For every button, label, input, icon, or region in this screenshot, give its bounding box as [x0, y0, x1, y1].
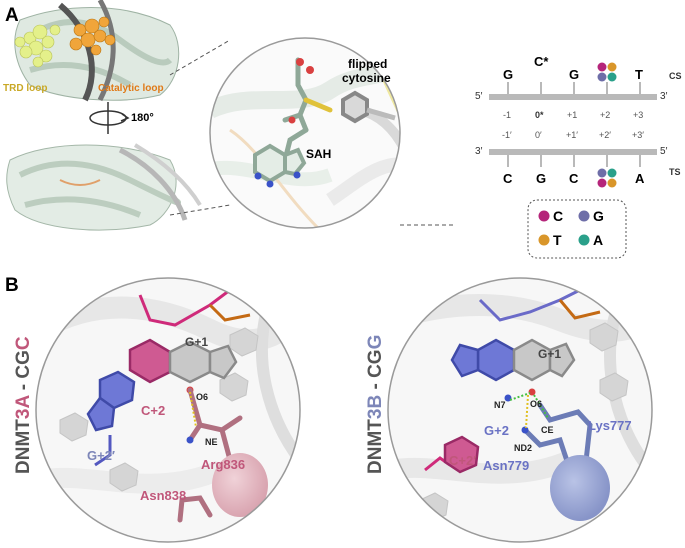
ts-5prime-label: 5′ [660, 146, 668, 157]
mixed-base-icon-cs [597, 62, 617, 82]
flipped-cytosine-ring [341, 90, 369, 124]
nd2-label: ND2 [514, 443, 533, 453]
ts-pos-plus3: +3′ [632, 130, 644, 140]
g-plus-2-ring [450, 338, 516, 382]
ts-base-0: G [536, 171, 547, 186]
rotation-label: 180° [131, 112, 154, 124]
trd-loop-label: TRD loop [3, 83, 48, 94]
template-strand-bar [489, 149, 657, 155]
c-plus-2-prime-ring [443, 435, 480, 474]
dnmt3b-title: DNMT3B - CGG [365, 334, 386, 474]
panel-a-label: A [5, 5, 19, 26]
ts-pos-0: 0′ [535, 130, 542, 140]
c-plus-2-prime-label: C+2′ [449, 453, 477, 468]
legend-g-swatch [578, 210, 590, 222]
left-c-plus-2-label: C+2 [141, 403, 166, 418]
dnmt3a-title: DNMT3A - CGC [13, 336, 34, 474]
dnmt3b-title-suffix: - CG [365, 349, 386, 395]
cs-pos-plus3: +3 [633, 110, 644, 120]
dnmt3a-cgc-zoom [35, 277, 301, 543]
catalytic-loop-spheres [69, 16, 116, 56]
ts-pos-minus1: -1′ [502, 130, 512, 140]
hbond-o6-nd2 [525, 394, 529, 429]
ce-label: CE [541, 425, 554, 435]
ts-base-plus3: A [635, 171, 645, 186]
dnmt3a-title-prefix: DNMT [13, 419, 34, 474]
protein-structure-bottom [6, 143, 202, 231]
legend-g-label: G [593, 208, 604, 224]
base-color-legend [527, 199, 627, 259]
adenine-ring [253, 143, 307, 184]
cs-base-minus1: G [503, 67, 514, 82]
dnmt3b-title-variant: 3B [365, 394, 386, 420]
ts-strand-label: TS [669, 167, 681, 177]
ts-pos-plus2: +2′ [599, 130, 611, 140]
protein-structure-top [14, 0, 180, 102]
hbond-o6-ne [189, 391, 197, 428]
cs-base-0: C* [534, 54, 549, 69]
right-o6-label: O6 [530, 399, 543, 409]
legend-t-swatch [538, 234, 550, 246]
legend-c-swatch [538, 210, 550, 222]
legend-c-label: C [553, 208, 564, 224]
trd-loop-spheres [14, 24, 61, 68]
cs-base-plus3: T [635, 67, 643, 82]
ts-base-minus1: C [503, 171, 513, 186]
dnmt3a-title-variant: 3A [13, 395, 34, 420]
dnmt3b-title-end: G [365, 334, 386, 350]
flipped-cytosine-label-line1: flipped [348, 57, 388, 71]
cs-base-plus1: G [569, 67, 580, 82]
dnmt3b-title-prefix: DNMT [365, 419, 386, 474]
contact-o6-ce [533, 394, 549, 419]
panel-b-label: B [5, 275, 19, 296]
n7-label: N7 [494, 400, 506, 410]
arg836-label: Arg836 [201, 457, 246, 472]
asn779-label: Asn779 [483, 458, 530, 473]
cs-pos-plus1: +1 [567, 110, 578, 120]
catalytic-loop-label: Catalytic loop [98, 83, 164, 94]
rotation-arrow-icon [89, 102, 130, 134]
lys777-label: Lys777 [588, 418, 632, 433]
ts-base-plus1: C [569, 171, 579, 186]
g-plus-1-ring-right [512, 338, 576, 382]
right-g-plus-1-label: G+1 [538, 347, 562, 361]
left-ne-label: NE [205, 437, 218, 447]
cs-pos-0: 0* [535, 110, 544, 120]
right-g-plus-2-label: G+2 [484, 423, 509, 438]
left-g-plus-1-label: G+1 [185, 335, 209, 349]
cs-3prime-label: 3′ [660, 91, 668, 102]
left-g-plus-2-prime-label: G+2′ [87, 448, 116, 463]
ts-pos-plus1: +1′ [566, 130, 578, 140]
legend-a-label: A [593, 232, 604, 248]
sah-label: SAH [306, 147, 332, 161]
zoom-guide-lines [169, 39, 455, 226]
g-plus-1-ring [168, 340, 238, 384]
dnmt3a-title-suffix: - CG [13, 350, 34, 396]
ts-3prime-label: 3′ [475, 146, 483, 157]
dnmt3b-cgg-zoom [387, 277, 653, 543]
dna-schematic [489, 62, 657, 188]
legend-t-label: T [553, 232, 562, 248]
mixed-base-icon-ts [597, 168, 617, 188]
flipped-cytosine-label-line2: cytosine [342, 71, 391, 85]
asn838-label: Asn838 [140, 488, 187, 503]
cs-pos-plus2: +2 [600, 110, 611, 120]
coding-strand-bar [489, 94, 657, 100]
hbond-n7-o6 [509, 392, 531, 401]
cs-pos-minus1: -1 [503, 110, 512, 120]
dnmt3a-title-end: C [13, 336, 34, 351]
cs-strand-label: CS [669, 71, 682, 81]
left-o6-label: O6 [196, 392, 209, 402]
legend-a-swatch [578, 234, 590, 246]
g-plus-2-prime-ring [86, 370, 136, 432]
cs-5prime-label: 5′ [475, 91, 483, 102]
